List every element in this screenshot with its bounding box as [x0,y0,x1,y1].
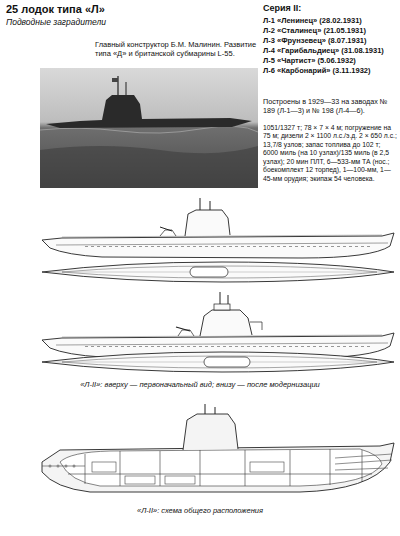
boat-name: Л-2 «Сталинец» (21.05.1931) [263,26,397,35]
boat-name: Л-1 «Ленинец» (28.02.1931) [263,16,397,25]
boat-name: Л-3 «Фрунзевец» (8.07.1931) [263,36,397,45]
figure-caption: «Л-II»: вверху — первоначальный вид; вни… [10,380,390,389]
boat-name: Л-4 «Гарибальдиец» (31.08.1931) [263,46,397,55]
designer-note: Главный конструктор Б.М. Малинин. Развит… [95,40,260,59]
build-note: Построены в 1929—33 на заводах № 189 (Л-… [263,97,397,115]
figure-caption: «Л-II»: схема общего расположения [10,506,390,515]
subtitle: Подводные заградители [6,17,256,28]
series-heading: Серия II: [263,3,397,14]
specifications: 1051/1327 т; 78 × 7 × 4 м; погружение на… [263,124,397,183]
page-title: 25 лодок типа «Л» [6,3,256,17]
boat-name: Л-6 «Карбонарий» (3.11.1932) [263,66,397,75]
boat-name: Л-5 «Чартист» (5.06.1932) [263,56,397,65]
